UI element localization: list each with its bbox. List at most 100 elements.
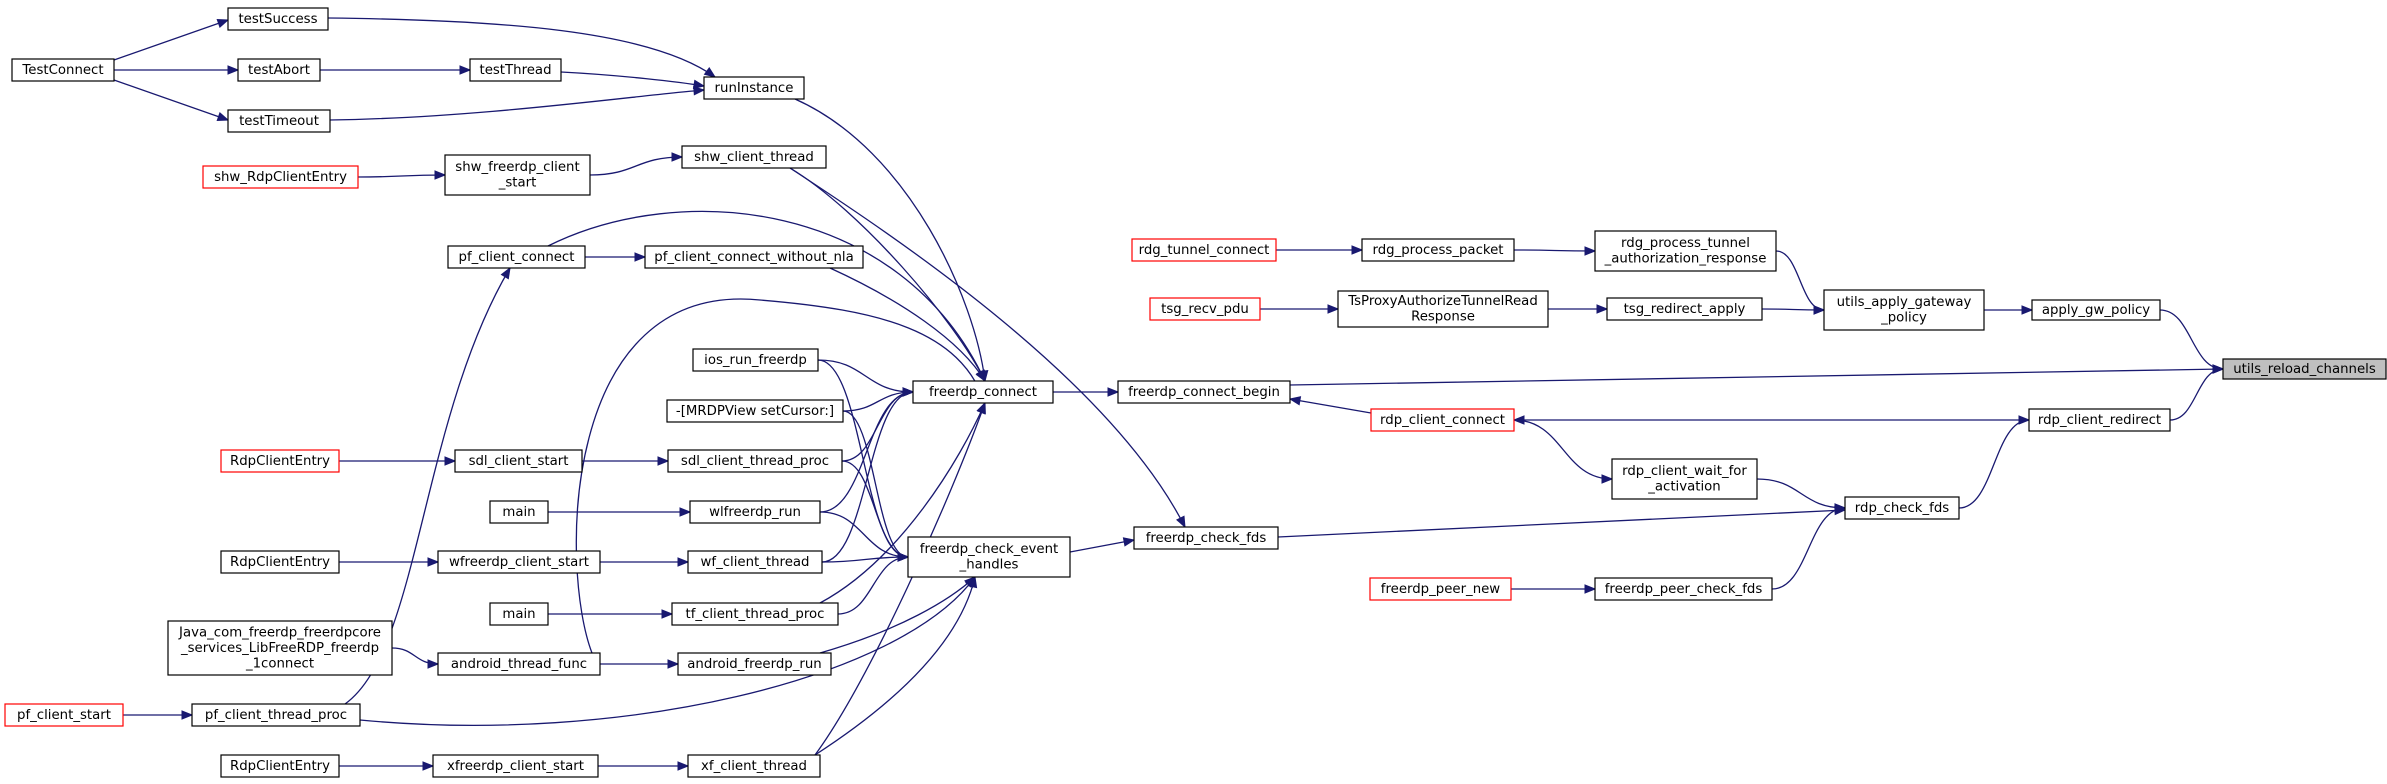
node-box bbox=[432, 754, 599, 778]
edge-testconnect-to-testsuccess bbox=[113, 19, 230, 61]
edge-sdl-client-thread-proc-to-freerdp-check-event-handles bbox=[841, 460, 910, 562]
node-label: xfreerdp_client_start bbox=[447, 759, 584, 774]
node-rdp-client-connect[interactable]: rdp_client_connect bbox=[1370, 408, 1515, 432]
node-pf-client-connect-without-nla[interactable]: pf_client_connect_without_nla bbox=[644, 245, 864, 269]
node-rdpcliententry-sdl[interactable]: RdpClientEntry bbox=[220, 449, 340, 473]
node-pf-client-connect[interactable]: pf_client_connect bbox=[447, 245, 586, 269]
node-rdg-process-packet[interactable]: rdg_process_packet bbox=[1361, 238, 1515, 262]
node-wfreerdp-client-start[interactable]: wfreerdp_client_start bbox=[437, 550, 601, 574]
node-label: shw_freerdp_client bbox=[455, 160, 579, 175]
node-box bbox=[454, 449, 583, 473]
edge-rdg-process-tunnel-authorization-response-to-utils-apply-gateway-policy bbox=[1775, 250, 1826, 315]
node-ios-run-freerdp[interactable]: ios_run_freerdp bbox=[692, 348, 819, 372]
node-main-wl[interactable]: main bbox=[489, 500, 549, 524]
node-pf-client-thread-proc[interactable]: pf_client_thread_proc bbox=[191, 703, 361, 727]
node-box bbox=[11, 58, 115, 82]
node-android-thread-func[interactable]: android_thread_func bbox=[437, 652, 601, 676]
node-label: rdg_process_tunnel bbox=[1621, 236, 1750, 251]
node-label: sdl_client_thread_proc bbox=[681, 454, 829, 469]
node-rdp-check-fds[interactable]: rdp_check_fds bbox=[1844, 496, 1960, 520]
edge-line bbox=[1775, 250, 1825, 311]
edge-tf-client-thread-proc-to-freerdp-check-event-handles bbox=[837, 552, 910, 615]
edge-pf-client-connect-to-pf-client-connect-without-nla bbox=[584, 252, 647, 262]
node-freerdp-connect[interactable]: freerdp_connect bbox=[912, 380, 1054, 404]
node-wlfreerdp-run[interactable]: wlfreerdp_run bbox=[689, 500, 821, 524]
edge-line bbox=[560, 71, 705, 87]
node-freerdp-check-fds[interactable]: freerdp_check_fds bbox=[1133, 526, 1279, 550]
edge-rdp-check-fds-to-rdp-client-redirect bbox=[1958, 415, 2031, 509]
edge-arrowhead bbox=[1596, 304, 1609, 314]
node-label: sdl_client_start bbox=[469, 454, 569, 469]
node-freerdp-peer-new[interactable]: freerdp_peer_new bbox=[1369, 577, 1512, 601]
edge-arrowhead bbox=[693, 86, 706, 96]
edge-line bbox=[357, 174, 446, 178]
node-android-freerdp-run[interactable]: android_freerdp_run bbox=[677, 652, 832, 676]
node-sdl-client-thread-proc[interactable]: sdl_client_thread_proc bbox=[667, 449, 843, 473]
node-shw-client-thread[interactable]: shw_client_thread bbox=[681, 145, 827, 169]
node-box bbox=[2031, 299, 2161, 321]
node-box bbox=[912, 380, 1054, 404]
node-box bbox=[703, 76, 805, 100]
node-label: pf_client_start bbox=[17, 708, 111, 723]
edge-arrowhead bbox=[703, 67, 717, 78]
node-label: TsProxyAuthorizeTunnelRead bbox=[1347, 294, 1538, 309]
node-java-com-freerdp[interactable]: Java_com_freerdp_freerdpcore_services_Li… bbox=[167, 620, 393, 676]
node-mrdpview-setcursor[interactable]: -[MRDPView setCursor:] bbox=[666, 399, 844, 423]
node-box bbox=[237, 58, 321, 82]
node-box bbox=[689, 500, 821, 524]
node-rdp-client-wait-for-activation[interactable]: rdp_client_wait_for_activation bbox=[1611, 458, 1758, 500]
node-testsuccess[interactable]: testSuccess bbox=[227, 7, 329, 31]
node-freerdp-check-event-handles[interactable]: freerdp_check_event_handles bbox=[907, 536, 1071, 578]
node-tsg-recv-pdu[interactable]: tsg_recv_pdu bbox=[1149, 297, 1261, 321]
node-testtimeout[interactable]: testTimeout bbox=[227, 109, 331, 133]
node-pf-client-start[interactable]: pf_client_start bbox=[4, 703, 124, 727]
node-box bbox=[444, 154, 591, 196]
edge-arrowhead bbox=[677, 761, 690, 771]
node-rdg-tunnel-connect[interactable]: rdg_tunnel_connect bbox=[1131, 238, 1277, 262]
node-freerdp-connect-begin[interactable]: freerdp_connect_begin bbox=[1117, 380, 1291, 404]
node-label: freerdp_connect_begin bbox=[1128, 385, 1280, 400]
node-freerdp-peer-check-fds[interactable]: freerdp_peer_check_fds bbox=[1594, 577, 1773, 601]
node-runinstance[interactable]: runInstance bbox=[703, 76, 805, 100]
edge-line bbox=[814, 576, 976, 756]
node-tsg-redirect-apply[interactable]: tsg_redirect_apply bbox=[1606, 297, 1763, 321]
edge-line bbox=[841, 460, 909, 558]
node-box bbox=[1594, 577, 1773, 601]
node-rdg-process-tunnel-authorization-response[interactable]: rdg_process_tunnel_authorization_respons… bbox=[1594, 230, 1777, 272]
node-label: _policy bbox=[1880, 311, 1927, 326]
edge-line bbox=[1958, 419, 2030, 509]
node-rdp-client-redirect[interactable]: rdp_client_redirect bbox=[2028, 408, 2171, 432]
edge-line bbox=[1069, 539, 1135, 553]
node-testabort[interactable]: testAbort bbox=[237, 58, 321, 82]
edge-arrowhead bbox=[679, 507, 692, 517]
node-shw-rdpcliententry[interactable]: shw_RdpClientEntry bbox=[202, 165, 359, 189]
node-rdpcliententry-xf[interactable]: RdpClientEntry bbox=[220, 754, 340, 778]
node-xf-client-thread[interactable]: xf_client_thread bbox=[687, 754, 821, 778]
node-label: freerdp_connect bbox=[929, 385, 1037, 400]
node-label: _1connect bbox=[245, 656, 314, 671]
node-testthread[interactable]: testThread bbox=[469, 58, 562, 82]
node-main-tf[interactable]: main bbox=[489, 602, 549, 626]
node-rdpcliententry-wf[interactable]: RdpClientEntry bbox=[220, 550, 340, 574]
node-box bbox=[1844, 496, 1960, 520]
node-box bbox=[191, 703, 361, 727]
node-xfreerdp-client-start[interactable]: xfreerdp_client_start bbox=[432, 754, 599, 778]
node-tf-client-thread-proc[interactable]: tf_client_thread_proc bbox=[671, 602, 839, 626]
node-box bbox=[692, 348, 819, 372]
node-label: pf_client_thread_proc bbox=[205, 708, 347, 723]
node-label: freerdp_check_event bbox=[920, 542, 1058, 557]
node-apply-gw-policy[interactable]: apply_gw_policy bbox=[2031, 299, 2161, 321]
node-sdl-client-start[interactable]: sdl_client_start bbox=[454, 449, 583, 473]
node-testconnect[interactable]: TestConnect bbox=[11, 58, 115, 82]
node-wf-client-thread[interactable]: wf_client_thread bbox=[687, 550, 823, 574]
edge-rdp-client-wait-for-activation-to-rdp-check-fds bbox=[1756, 478, 1847, 513]
node-utils-reload-channels[interactable]: utils_reload_channels bbox=[2222, 358, 2387, 380]
node-utils-apply-gateway-policy[interactable]: utils_apply_gateway_policy bbox=[1823, 289, 1985, 331]
edge-line bbox=[1289, 368, 2224, 386]
edge-line bbox=[1289, 398, 1372, 414]
node-label: _activation bbox=[1647, 480, 1721, 495]
node-shw-freerdp-client-start[interactable]: shw_freerdp_client_start bbox=[444, 154, 591, 196]
node-box bbox=[167, 620, 393, 676]
edge-arrowhead bbox=[657, 456, 670, 466]
